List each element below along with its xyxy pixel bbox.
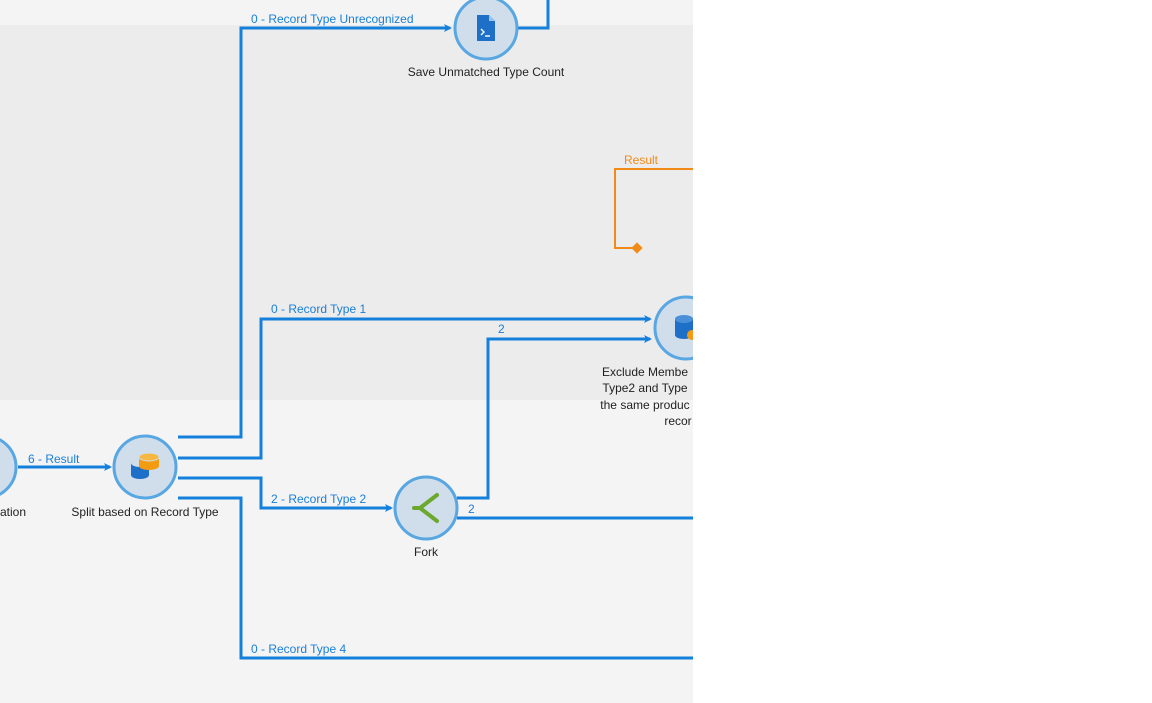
edge-label-result6: 6 - Result — [28, 452, 80, 466]
node-fork[interactable]: Fork — [393, 475, 459, 559]
edge-save-out[interactable] — [517, 0, 550, 30]
node-label-exclude-4: recor — [664, 414, 691, 428]
database-split-icon — [131, 452, 160, 479]
edge-unrecognized[interactable] — [178, 24, 452, 439]
edge-type2[interactable] — [178, 476, 393, 512]
edge-label-type4: 0 - Record Type 4 — [251, 642, 346, 656]
node-label-exclude-3: the same produc — [600, 398, 689, 412]
workflow-canvas[interactable]: 6 - Result 0 - Record Type Unrecognized … — [0, 0, 693, 703]
node-exclude[interactable]: Exclude Membe Type2 and Type the same pr… — [600, 295, 693, 428]
result-diamond-handle[interactable] — [631, 242, 643, 254]
node-label-save: Save Unmatched Type Count — [408, 65, 565, 79]
edge-label-type2: 2 - Record Type 2 — [271, 492, 366, 506]
node-label-exclude-1: Exclude Membe — [602, 365, 688, 379]
node-split[interactable]: Split based on Record Type — [71, 434, 219, 519]
group-region — [0, 25, 693, 400]
edge-label-fork-up: 2 — [498, 322, 505, 336]
edge-type1[interactable] — [178, 315, 652, 460]
database-exclude-icon — [675, 315, 693, 340]
edge-label-fork-right: 2 — [468, 502, 475, 516]
edge-label-type1: 0 - Record Type 1 — [271, 302, 366, 316]
node-label-split: Split based on Record Type — [71, 505, 219, 519]
fork-icon — [412, 493, 439, 523]
node-label-fork: Fork — [414, 545, 439, 559]
edge-result-loop[interactable] — [614, 168, 693, 249]
node-label-left: ation — [0, 505, 26, 519]
node-label-exclude-2: Type2 and Type — [602, 381, 688, 395]
node-left-partial[interactable]: ation — [0, 436, 26, 519]
edge-label-result: Result — [624, 153, 659, 167]
edge-label-unrecognized: 0 - Record Type Unrecognized — [251, 12, 414, 26]
script-file-icon — [477, 15, 495, 41]
node-save[interactable]: Save Unmatched Type Count — [408, 0, 565, 79]
edge-fork-up[interactable] — [457, 335, 652, 500]
edge-type4[interactable] — [178, 496, 693, 660]
